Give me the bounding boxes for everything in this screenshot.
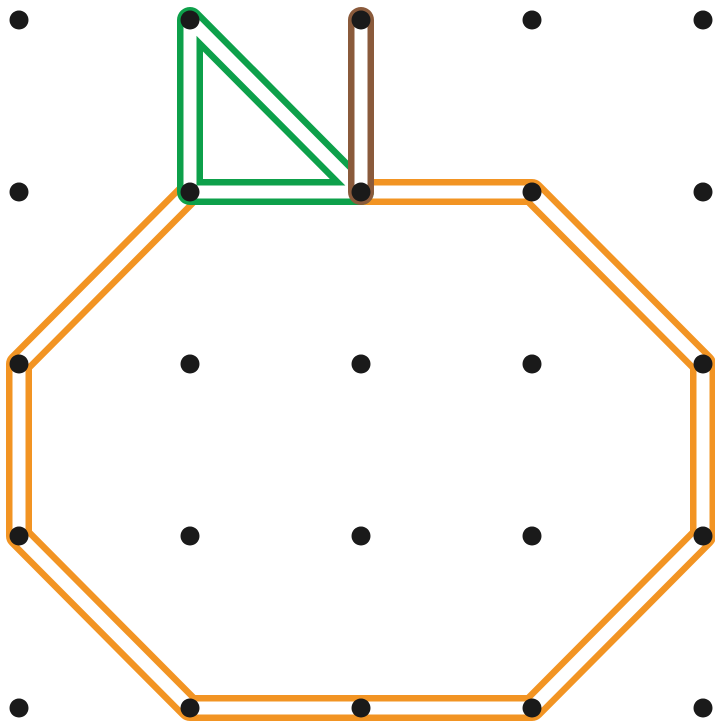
- peg: [523, 355, 542, 374]
- peg: [523, 527, 542, 546]
- peg: [352, 183, 371, 202]
- peg: [10, 527, 29, 546]
- peg: [694, 11, 713, 30]
- peg: [352, 11, 371, 30]
- peg: [352, 527, 371, 546]
- peg: [352, 355, 371, 374]
- peg: [10, 355, 29, 374]
- peg: [181, 11, 200, 30]
- peg: [523, 183, 542, 202]
- peg: [10, 183, 29, 202]
- peg: [181, 355, 200, 374]
- peg: [181, 183, 200, 202]
- peg: [694, 699, 713, 718]
- peg: [10, 11, 29, 30]
- peg: [352, 699, 371, 718]
- peg: [181, 699, 200, 718]
- peg: [523, 11, 542, 30]
- peg: [181, 527, 200, 546]
- peg: [694, 355, 713, 374]
- peg: [694, 183, 713, 202]
- peg: [523, 699, 542, 718]
- peg: [10, 699, 29, 718]
- peg: [694, 527, 713, 546]
